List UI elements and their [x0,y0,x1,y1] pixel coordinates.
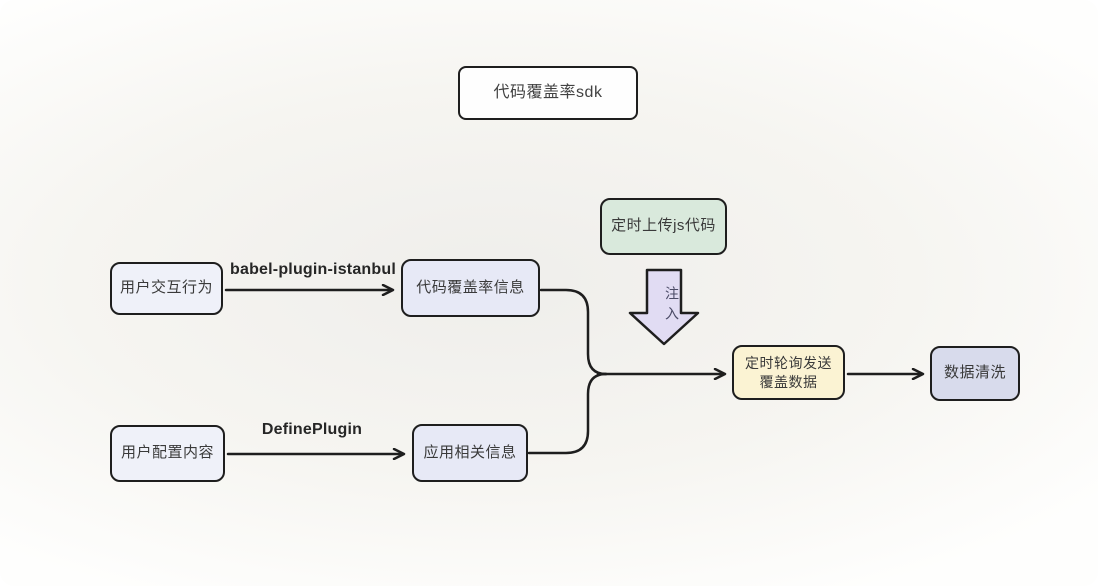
node-app-info-label: 应用相关信息 [423,443,517,461]
edge-app-info-to-merge [527,372,608,455]
node-coverage-info: 代码覆盖率信息 [401,259,540,317]
node-scheduled-upload-js-label: 定时上传js代码 [611,217,716,235]
node-data-cleaning-label: 数据清洗 [943,364,1006,382]
inject-arrow-label: 注入 [664,286,680,326]
edge-label-define-plugin: DefinePlugin [261,421,363,438]
node-coverage-sdk: 代码覆盖率sdk [458,66,638,120]
node-polling-send-coverage: 定时轮询发送 覆盖数据 [732,345,845,400]
node-polling-send-coverage-label-line2: 覆盖数据 [759,373,818,390]
inject-block-arrow-icon [628,268,700,346]
node-user-config-label: 用户配置内容 [120,444,214,462]
node-user-interaction: 用户交互行为 [110,262,223,315]
node-data-cleaning: 数据清洗 [930,346,1020,401]
node-app-info: 应用相关信息 [412,424,528,482]
edge-coverage-info-to-merge [539,288,608,376]
node-scheduled-upload-js: 定时上传js代码 [600,198,727,255]
node-polling-send-coverage-label-line1: 定时轮询发送 [745,354,832,371]
edge-label-babel-plugin-istanbul: babel-plugin-istanbul [230,261,396,278]
node-user-interaction-label: 用户交互行为 [119,279,213,297]
node-user-config: 用户配置内容 [110,425,225,482]
node-coverage-sdk-label: 代码覆盖率sdk [493,84,603,102]
node-coverage-info-label: 代码覆盖率信息 [416,278,525,296]
